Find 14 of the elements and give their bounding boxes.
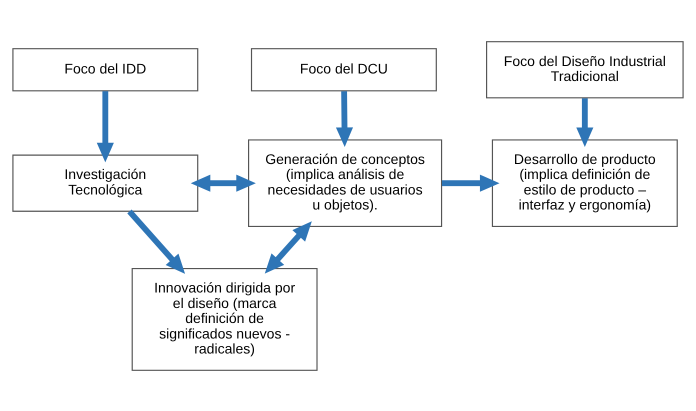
node-box: Foco del IDD xyxy=(12,48,198,91)
node-box: Foco del DCU xyxy=(250,48,437,91)
arrow xyxy=(336,90,354,146)
arrow xyxy=(576,98,594,147)
node-box: Generación de conceptos (implica análisis de necesidades de usuarios u objetos). xyxy=(248,138,442,227)
arrow xyxy=(127,209,186,274)
arrow xyxy=(264,220,312,274)
arrow xyxy=(442,174,500,192)
node-box: Desarrollo de producto (implica definición de estilo de producto – interfaz y ergonomía) xyxy=(492,138,678,227)
node-box: Foco del Diseño Industrial Tradicional xyxy=(486,40,684,98)
node-box: Innovación dirigida por el diseño (marca definición de significados nuevos - radicales) xyxy=(132,267,318,370)
arrow xyxy=(190,174,256,192)
node-box: Investigación Tecnológica xyxy=(12,154,198,212)
arrow xyxy=(96,90,114,162)
